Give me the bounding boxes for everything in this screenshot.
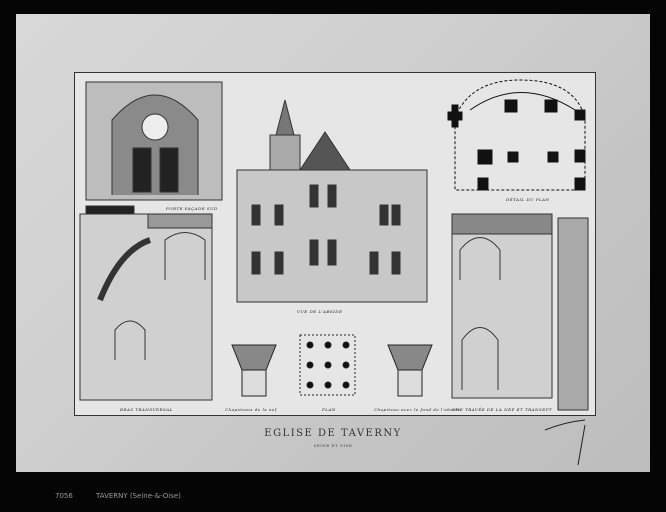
plate-title: EGLISE DE TAVERNY [264, 428, 402, 439]
capitals-and-plan-drawing [231, 334, 433, 397]
nave-bay-drawing [451, 213, 589, 411]
label-transept: BRAS TRANSVERSAL [120, 407, 173, 412]
label-nave-bay: UNE TRAVÉE DE LA NEF ET TRANSEPT [452, 407, 553, 412]
plate-subtitle: SEINE ET OISE [313, 443, 353, 448]
plan-detail-drawing [447, 79, 586, 191]
label-south-portal: PORTE FAÇADE SUD [166, 206, 218, 211]
label-capitals: Chapiteaux de la nef [225, 407, 277, 412]
negative-number: 7056 [55, 492, 73, 500]
label-plan: PLAN [322, 407, 336, 412]
label-plan-detail: DÉTAIL DU PLAN [506, 197, 550, 202]
south-portal-drawing [85, 81, 223, 241]
caption-place: TAVERNY (Seine-&-Oise) [96, 492, 181, 500]
label-apse-view: VUE DE L'ABSIDE [297, 309, 343, 314]
signature-mark [544, 419, 586, 466]
transept-section-drawing [79, 213, 213, 401]
label-capital-apse: Chapiteau avec le fond de l'abside [374, 407, 461, 412]
apse-view-drawing [236, 99, 428, 303]
